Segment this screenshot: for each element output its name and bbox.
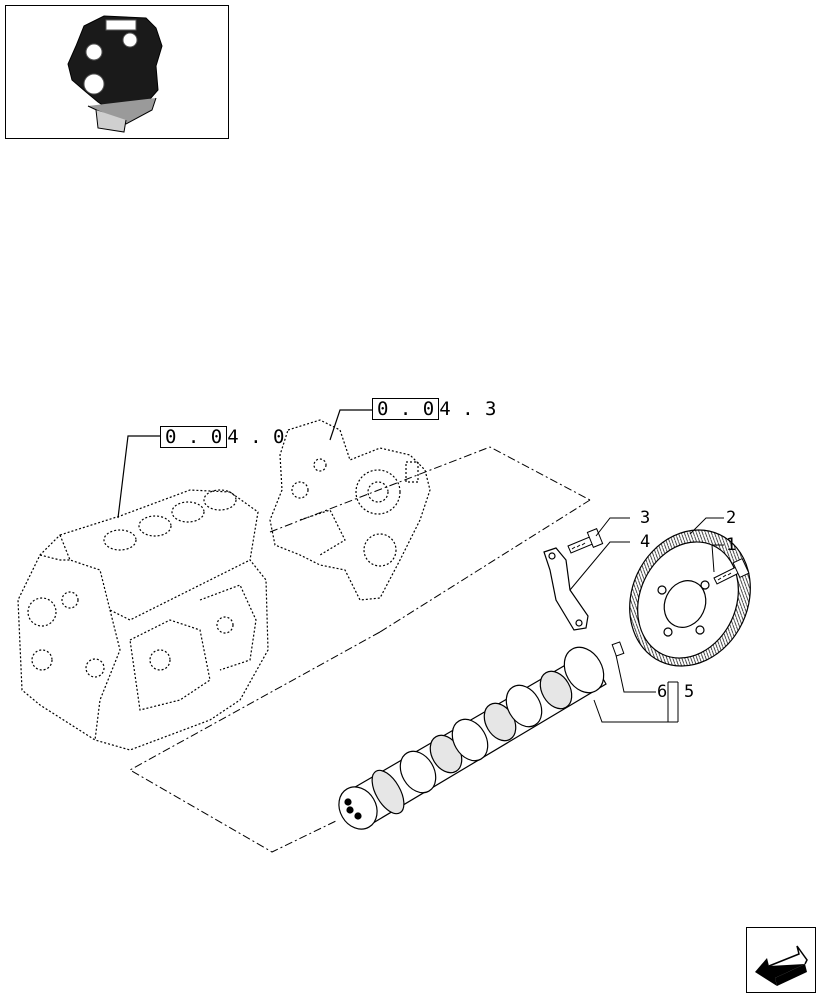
- reference-leaders: [117, 409, 372, 519]
- callout-6: 6: [657, 682, 668, 702]
- callout-5: 5: [684, 682, 695, 702]
- gear-screw: [713, 557, 750, 585]
- thrust-plate: [543, 547, 589, 631]
- key-pin: [611, 641, 625, 657]
- assembly-line: [128, 446, 591, 853]
- callout-4: 4: [640, 532, 651, 552]
- callout-2: 2: [726, 508, 737, 528]
- engine-thumbnail: [5, 5, 229, 139]
- camshaft: [338, 646, 607, 830]
- callout-leaders: [569, 517, 724, 723]
- camshaft-gear: [629, 529, 751, 667]
- reference-code-suffix: 4 . 3: [439, 398, 497, 420]
- next-page-arrow-icon: [755, 945, 808, 986]
- engine-thumbnail-icon: [67, 15, 163, 133]
- callout-1: 1: [726, 535, 737, 555]
- next-page-button[interactable]: [746, 927, 816, 993]
- engine-block: [17, 489, 269, 751]
- reference-code-suffix: 4 . 0: [227, 426, 285, 448]
- reference-boxed-code: 0 . 0: [160, 426, 228, 448]
- plate-screw: [567, 528, 604, 554]
- timing-gear-housing: [269, 419, 431, 601]
- reference-boxed-code: 0 . 0: [372, 398, 440, 420]
- callout-3: 3: [640, 508, 651, 528]
